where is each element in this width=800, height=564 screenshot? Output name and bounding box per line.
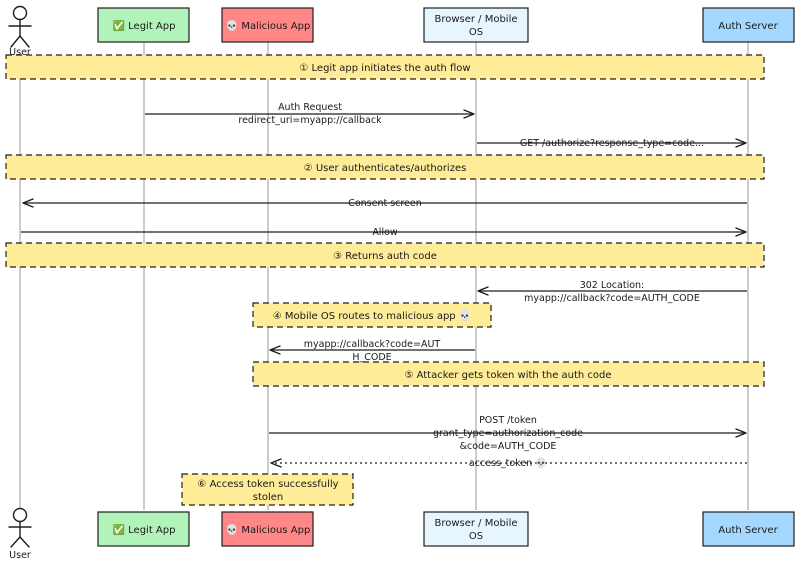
svg-text:✅ Legit App: ✅ Legit App (113, 523, 176, 536)
note-phase-3: ③ Returns auth code (5, 242, 765, 268)
message-allow: Allow (21, 227, 747, 238)
svg-text:302 Location:: 302 Location: (580, 280, 645, 291)
svg-text:grant_type=authorization_code: grant_type=authorization_code (433, 428, 583, 439)
message-access-token: access_token 💀 (270, 457, 747, 469)
note-phase-1: ① Legit app initiates the auth flow (5, 54, 765, 80)
message-302-location: 302 Location: myapp://callback?code=AUTH… (477, 280, 747, 304)
svg-text:Consent screen: Consent screen (348, 198, 422, 209)
svg-text:⑤ Attacker gets token with the: ⑤ Attacker gets token with the auth code (404, 370, 611, 381)
message-post-token: POST /token grant_type=authorization_cod… (269, 415, 747, 452)
svg-text:Auth Server: Auth Server (718, 525, 778, 536)
svg-text:⑥ Access token successfully: ⑥ Access token successfully (197, 479, 338, 490)
svg-text:✅ Legit App: ✅ Legit App (113, 19, 176, 32)
stick-figure-icon (8, 507, 32, 548)
svg-text:&code=AUTH_CODE: &code=AUTH_CODE (460, 441, 557, 452)
note-phase-4: ④ Mobile OS routes to malicious app 💀 (252, 302, 492, 328)
participant-malicious-app-bottom: 💀 Malicious App (221, 511, 314, 547)
svg-text:OS: OS (469, 531, 483, 542)
participant-legit-app-top: ✅ Legit App (97, 7, 190, 43)
svg-text:💀 Malicious App: 💀 Malicious App (226, 19, 311, 32)
svg-text:Auth Server: Auth Server (718, 21, 778, 32)
participant-browser-top: Browser / Mobile OS (423, 7, 529, 43)
svg-text:OS: OS (469, 27, 483, 38)
svg-text:② User authenticates/authorize: ② User authenticates/authorizes (304, 163, 467, 174)
note-phase-6: ⑥ Access token successfully stolen (181, 473, 354, 506)
svg-text:User: User (9, 47, 31, 58)
svg-text:Browser / Mobile: Browser / Mobile (434, 518, 517, 529)
svg-text:③ Returns auth code: ③ Returns auth code (333, 251, 437, 262)
svg-text:💀 Malicious App: 💀 Malicious App (226, 523, 311, 536)
participant-legit-app-bottom: ✅ Legit App (97, 511, 190, 547)
svg-text:Auth Request: Auth Request (278, 102, 342, 113)
note-phase-2: ② User authenticates/authorizes (5, 154, 765, 180)
svg-text:myapp://callback?code=AUTH_COD: myapp://callback?code=AUTH_CODE (524, 293, 700, 304)
message-callback-code: myapp://callback?code=AUT H_CODE (269, 339, 475, 363)
participant-malicious-app-top: 💀 Malicious App (221, 7, 314, 43)
svg-text:access_token 💀: access_token 💀 (469, 457, 547, 469)
svg-text:Browser / Mobile: Browser / Mobile (434, 14, 517, 25)
participant-user-bottom: User (8, 507, 32, 561)
participant-auth-server-bottom: Auth Server (702, 511, 795, 547)
svg-text:Allow: Allow (372, 227, 398, 238)
svg-text:stolen: stolen (253, 492, 284, 503)
svg-text:GET /authorize?response_type=c: GET /authorize?response_type=code... (520, 138, 704, 149)
message-get-authorize: GET /authorize?response_type=code... (477, 138, 747, 149)
svg-text:User: User (9, 550, 31, 561)
svg-text:① Legit app initiates the auth: ① Legit app initiates the auth flow (299, 63, 470, 74)
message-consent-screen: Consent screen (22, 198, 747, 209)
svg-text:H_CODE: H_CODE (352, 352, 391, 363)
participant-browser-bottom: Browser / Mobile OS (423, 511, 529, 547)
note-phase-5: ⑤ Attacker gets token with the auth code (252, 361, 765, 387)
svg-text:④ Mobile OS routes to maliciou: ④ Mobile OS routes to malicious app 💀 (273, 309, 472, 322)
participant-auth-server-top: Auth Server (702, 7, 795, 43)
svg-text:myapp://callback?code=AUT: myapp://callback?code=AUT (304, 339, 441, 350)
stick-figure-icon (8, 5, 32, 48)
message-auth-request: Auth Request redirect_uri=myapp://callba… (145, 102, 475, 126)
participant-user-top: User (8, 5, 32, 58)
svg-text:redirect_uri=myapp://callback: redirect_uri=myapp://callback (238, 115, 382, 126)
lifelines (19, 42, 749, 510)
svg-text:POST /token: POST /token (479, 415, 537, 426)
